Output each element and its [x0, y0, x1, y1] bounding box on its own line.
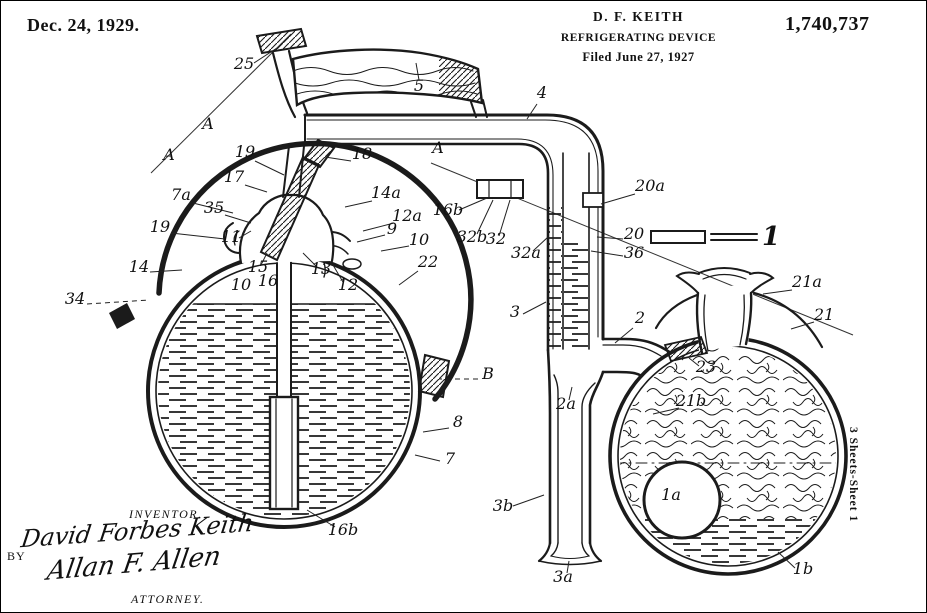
- ref-label-20: 20: [623, 224, 644, 243]
- ref-label-21: 21: [813, 305, 834, 324]
- ref-label-23: 23: [695, 357, 716, 376]
- leader-line-9: [357, 235, 385, 242]
- neck-rim: [699, 268, 750, 273]
- ref-label-16b: 16b: [433, 200, 464, 219]
- ref-label-1b: 1b: [793, 559, 813, 578]
- leader-line-4: [527, 104, 537, 119]
- ref-label-22: 22: [417, 252, 438, 271]
- leader-line-36: [591, 251, 623, 256]
- ref-label-10: 10: [231, 275, 251, 294]
- ref-label-16b: 16b: [328, 520, 359, 539]
- leader-line-14a: [345, 201, 372, 207]
- leader-line-21a: [763, 290, 792, 294]
- leader-line-3: [523, 302, 546, 314]
- ref-label-3a: 3a: [553, 567, 573, 586]
- figure-1-marker: [651, 231, 757, 243]
- leader-line-17: [245, 185, 267, 192]
- ref-label-32b: 32b: [457, 227, 488, 246]
- tube-outlet: [539, 561, 601, 565]
- leader-line-18: [325, 157, 351, 161]
- handle-knob: [257, 29, 306, 53]
- leader-line-3b: [513, 495, 544, 506]
- ref-label-19: 19: [150, 217, 170, 236]
- ref-label-16: 16: [258, 271, 278, 290]
- casing-tab-left: [109, 303, 135, 329]
- leader-line-19: [171, 233, 225, 239]
- shoulder-right: [754, 293, 822, 347]
- ref-label-20a: 20a: [634, 176, 665, 195]
- ref-label-18: 18: [352, 144, 372, 163]
- leader-line-22: [399, 271, 418, 285]
- casing-tab-right: [419, 355, 449, 397]
- leader-line-14: [150, 270, 182, 272]
- leader-line-35: [225, 215, 251, 223]
- ref-label-25: 25: [233, 54, 254, 73]
- ref-label-7a: 7a: [171, 185, 191, 204]
- ref-label-35: 35: [204, 198, 224, 217]
- attorney-caption: ATTORNEY.: [131, 592, 204, 607]
- ref-label-32: 32: [486, 229, 506, 248]
- ref-label-A: A: [200, 114, 214, 133]
- internal-washer: [343, 259, 361, 269]
- ref-label-1a: 1a: [661, 485, 681, 504]
- ref-label-19: 19: [235, 142, 255, 161]
- ref-label-13: 13: [311, 259, 331, 278]
- leader-line-20a: [601, 194, 635, 204]
- ref-label-B: B: [481, 364, 494, 383]
- leader-line-10: [381, 246, 409, 251]
- leader-line-8: [423, 428, 449, 432]
- dip-tube-body: [270, 397, 298, 509]
- ref-label-8: 8: [453, 412, 463, 431]
- leader-line-34: [87, 300, 149, 304]
- ref-label-32a: 32a: [511, 243, 541, 262]
- ref-label-3b: 3b: [493, 496, 513, 515]
- ref-label-21a: 21a: [791, 272, 822, 291]
- leader-line-19: [255, 161, 284, 175]
- leader-line-2: [615, 328, 633, 343]
- ref-label-34: 34: [65, 289, 85, 308]
- inner-tube-cap: [583, 193, 603, 207]
- ref-label-2a: 2a: [555, 394, 576, 413]
- ref-label-4: 4: [536, 83, 547, 102]
- absorber-vessel: [610, 268, 846, 574]
- ref-label-10: 10: [409, 230, 429, 249]
- ref-label-7: 7: [445, 449, 456, 468]
- leader-line-20: [597, 237, 623, 239]
- inner-drum: [644, 462, 720, 538]
- ref-label-36: 36: [624, 243, 644, 262]
- ref-label-17: 17: [224, 167, 245, 186]
- ref-label-14a: 14a: [371, 183, 401, 202]
- pipe-fitting: [477, 180, 523, 198]
- ref-label-9: 9: [387, 219, 397, 238]
- shoulder-left: [656, 295, 697, 328]
- ref-label-3: 3: [510, 302, 520, 321]
- ref-label-A: A: [161, 145, 175, 164]
- ref-label-14: 14: [129, 257, 149, 276]
- ref-label-21b: 21b: [675, 391, 707, 410]
- ref-label-12: 12: [338, 275, 358, 294]
- ref-label-5: 5: [414, 76, 424, 95]
- ref-label-2: 2: [634, 308, 645, 327]
- leader-line-7: [415, 455, 440, 461]
- ref-label-11: 11: [221, 227, 241, 246]
- drop-tube: [539, 350, 603, 565]
- by-label: BY: [7, 549, 26, 564]
- handle-assembly: [257, 29, 487, 117]
- liquid-column: [549, 206, 562, 349]
- ref-label-A: A: [430, 138, 444, 157]
- ref-label-1: 1: [762, 222, 780, 252]
